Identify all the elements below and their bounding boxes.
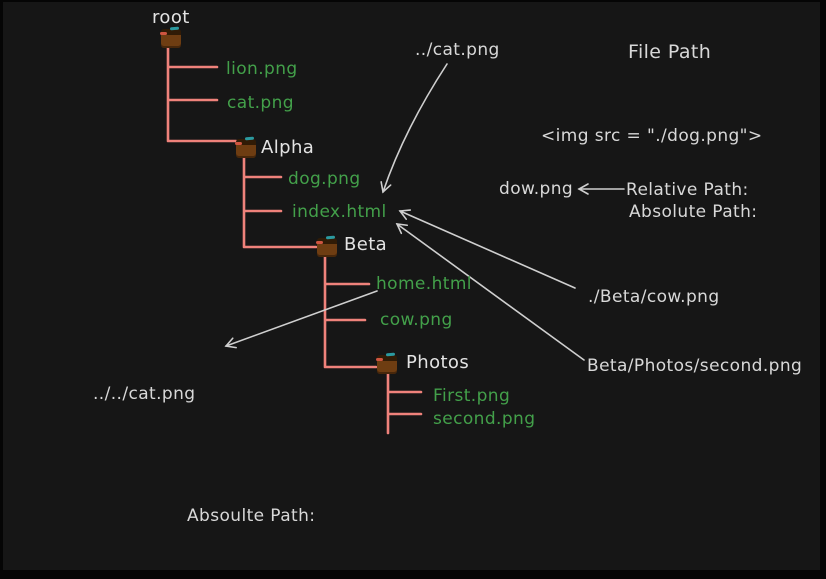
- tree-node-alpha-label: Alpha: [261, 137, 315, 158]
- tree-node-lion-label: lion.png: [226, 59, 298, 79]
- folder-icon: [160, 26, 182, 48]
- folder-red-dash: [316, 241, 323, 244]
- tree-node-photos-label: Photos: [406, 352, 470, 373]
- tree-branch-alpha: [242, 154, 318, 249]
- arrow-betacow-to-index: [398, 209, 576, 289]
- folder-red-dash: [160, 32, 167, 35]
- annotation-beta-cow-path: ./Beta/cow.png: [588, 287, 720, 307]
- tree-node-cat-label: cat.png: [227, 93, 294, 113]
- folder-icon: [235, 136, 257, 158]
- annotation-beta-photos-second-path: Beta/Photos/second.png: [587, 356, 803, 376]
- tree-node-root-label: root: [152, 7, 190, 28]
- folder-teal-dash: [325, 235, 336, 240]
- tree-node-cow-label: cow.png: [380, 310, 453, 330]
- annotation-absolute-path-label: Absolute Path:: [629, 202, 758, 222]
- tree-branch-beta: [323, 253, 378, 369]
- annotation-relative-path-label: Relative Path:: [626, 180, 749, 200]
- annotation-relative-cat: ../cat.png: [415, 40, 500, 60]
- tree-node-first-label: First.png: [433, 386, 511, 406]
- screen-edge-top: [0, 0, 826, 2]
- folder-icon: [316, 235, 338, 257]
- tree-node-dog-label: dog.png: [288, 169, 361, 189]
- annotation-up-two-cat-path: ../../cat.png: [93, 384, 196, 404]
- tree-branch-root: [166, 44, 238, 143]
- folder-red-dash: [376, 358, 383, 361]
- folder-teal-dash: [244, 136, 255, 141]
- folder-teal-dash: [385, 352, 396, 357]
- tree-node-beta-label: Beta: [344, 234, 388, 255]
- arrow-betasecond-to-index: [395, 223, 585, 361]
- screen-edge-left: [0, 0, 3, 579]
- arrow-relcat-to-index: [380, 63, 448, 194]
- tree-node-second-label: second.png: [433, 409, 536, 429]
- annotation-dow-png: dow.png: [499, 179, 574, 199]
- arrow-home-to-uptwocat: [224, 290, 378, 349]
- screen-edge-bottom: [0, 570, 826, 579]
- folder-red-dash: [235, 142, 242, 145]
- tree-node-index-label: index.html: [292, 202, 387, 222]
- screen-edge-right: [820, 0, 826, 579]
- diagram-title: File Path: [628, 41, 712, 63]
- tree-node-home-label: home.html: [376, 274, 472, 294]
- annotation-img-src-tag: <img src = "./dog.png">: [541, 126, 763, 146]
- folder-icon: [376, 352, 398, 374]
- tree-branch-photos: [386, 370, 423, 435]
- annotation-absoulte-path-label: Absoulte Path:: [187, 506, 316, 526]
